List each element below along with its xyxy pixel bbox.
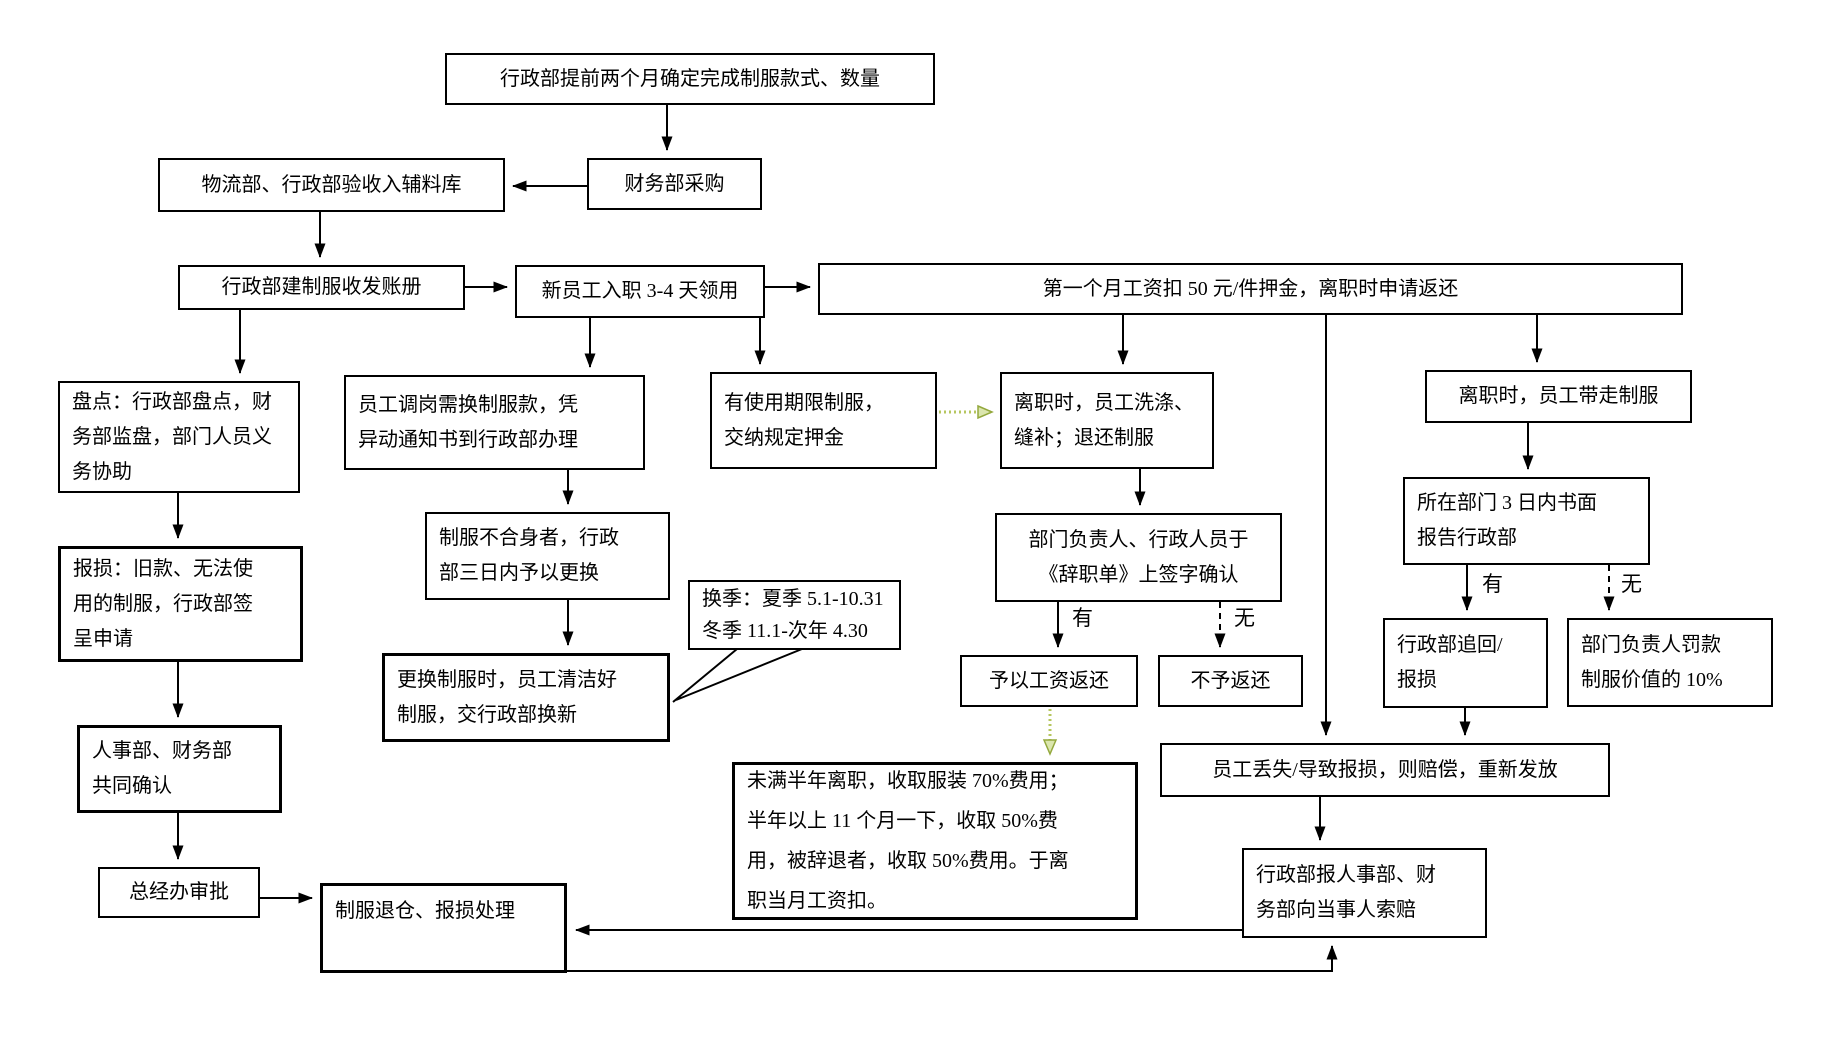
node-deposit: 第一个月工资扣 50 元/件押金，离职时申请返还 [818, 263, 1683, 315]
label-deptreport-yes: 有 [1482, 572, 1503, 596]
node-resign-takeaway: 离职时，员工带走制服 [1425, 370, 1692, 423]
node-inventory: 盘点：行政部盘点，财 务部监盘，部门人员义 务协助 [58, 381, 300, 493]
node-plan: 行政部提前两个月确定完成制服款式、数量 [445, 53, 935, 105]
node-damage-report: 报损：旧款、无法使 用的制服，行政部签 呈申请 [58, 546, 303, 662]
arrow-returnstore-bottom-to-claim [565, 945, 1338, 972]
season-callout-tail [672, 648, 803, 703]
node-transfer: 员工调岗需换制服款，凭 异动通知书到行政部办理 [344, 375, 645, 470]
label-sign-yes: 有 [1072, 606, 1093, 630]
node-recover: 行政部追回/ 报损 [1383, 618, 1548, 708]
node-hr-confirm: 人事部、财务部 共同确认 [77, 725, 282, 813]
node-receive-warehouse: 物流部、行政部验收入辅料库 [158, 158, 505, 212]
node-resign-wash: 离职时，员工洗涤、 缝补；退还制服 [1000, 372, 1214, 469]
node-sign-confirm: 部门负责人、行政人员于 《辞职单》上签字确认 [995, 513, 1282, 602]
node-refund: 予以工资返还 [960, 655, 1138, 707]
node-claim: 行政部报人事部、财 务部向当事人索赔 [1242, 848, 1487, 938]
node-no-refund: 不予返还 [1158, 655, 1303, 707]
node-new-staff: 新员工入职 3-4 天领用 [515, 265, 765, 318]
node-dept-report: 所在部门 3 日内书面 报告行政部 [1403, 477, 1650, 565]
node-return-store: 制服退仓、报损处理 [320, 883, 567, 973]
node-gm-approve: 总经办审批 [98, 867, 260, 918]
label-deptreport-no: 无 [1621, 572, 1642, 596]
node-change-uniform: 更换制服时，员工清洁好 制服，交行政部换新 [382, 653, 670, 742]
label-sign-no: 无 [1234, 606, 1255, 630]
node-unfit: 制服不合身者，行政 部三日内予以更换 [425, 512, 670, 600]
node-finance-purchase: 财务部采购 [587, 158, 762, 210]
node-limited-term: 有使用期限制服， 交纳规定押金 [710, 372, 937, 469]
node-lost: 员工丢失/导致报损，则赔偿，重新发放 [1160, 743, 1610, 797]
node-fine: 部门负责人罚款 制服价值的 10% [1567, 618, 1773, 707]
node-season-callout: 换季：夏季 5.1-10.31 冬季 11.1-次年 4.30 [688, 580, 901, 650]
node-half-year: 未满半年离职，收取服装 70%费用； 半年以上 11 个月一下，收取 50%费 … [732, 762, 1138, 920]
node-ledger: 行政部建制服收发账册 [178, 265, 465, 310]
